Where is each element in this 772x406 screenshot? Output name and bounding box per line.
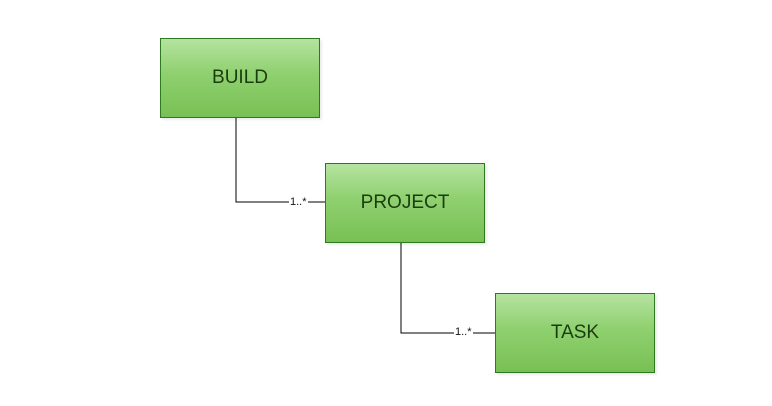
- multiplicity-label-project-task: 1..*: [454, 326, 473, 338]
- project-node[interactable]: PROJECT: [325, 163, 485, 243]
- project-node-label: PROJECT: [360, 192, 450, 213]
- multiplicity-label-build-project: 1..*: [289, 196, 308, 208]
- connector-build-project: [235, 118, 325, 203]
- connector-project-task: [400, 243, 495, 334]
- task-node-label: TASK: [550, 322, 600, 343]
- build-node[interactable]: BUILD: [160, 38, 320, 118]
- build-node-label: BUILD: [212, 67, 268, 88]
- task-node[interactable]: TASK: [495, 293, 655, 373]
